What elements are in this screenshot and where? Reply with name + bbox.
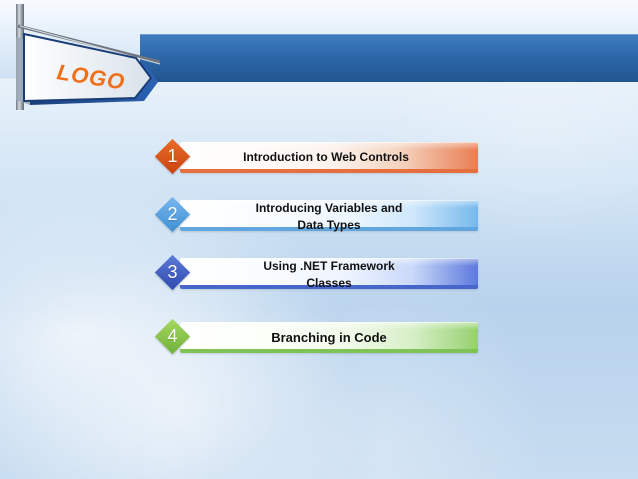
content-label-1: Introduction to Web Controls [243, 150, 409, 165]
number-badge-1: 1 [154, 138, 191, 175]
content-label-3: Using .NET Framework Classes [263, 259, 395, 290]
content-label-2: Introducing Variables and Data Types [255, 201, 403, 232]
signpost-logo-icon: LOGO [0, 0, 170, 110]
content-item-1: 1 Introduction to Web Controls [154, 138, 478, 175]
number-badge-4: 4 [154, 318, 191, 355]
page-title: Contents [178, 46, 284, 73]
header-gloss [140, 34, 638, 48]
content-bar-4 [180, 322, 478, 353]
content-bar-1 [180, 142, 478, 173]
signpost-logo-svg: LOGO [16, 4, 161, 110]
number-badge-3-text: 3 [167, 262, 178, 282]
number-badge-4-text: 4 [167, 326, 178, 346]
number-badge-3: 3 [154, 254, 191, 291]
content-bar-2 [180, 200, 478, 231]
content-bar-3 [180, 258, 478, 289]
number-badge-1-text: 1 [167, 146, 178, 166]
content-item-2: 2 Introducing Variables and Data Types [154, 196, 478, 233]
content-item-4: 4 Branching in Code [154, 318, 478, 355]
sign-face [23, 32, 153, 103]
header-band: Contents [0, 0, 638, 82]
content-label-4: Branching in Code [271, 329, 387, 345]
content-item-3: 3 Using .NET Framework Classes [154, 254, 478, 291]
number-badge-2-text: 2 [167, 204, 178, 224]
number-badge-2: 2 [154, 196, 191, 233]
